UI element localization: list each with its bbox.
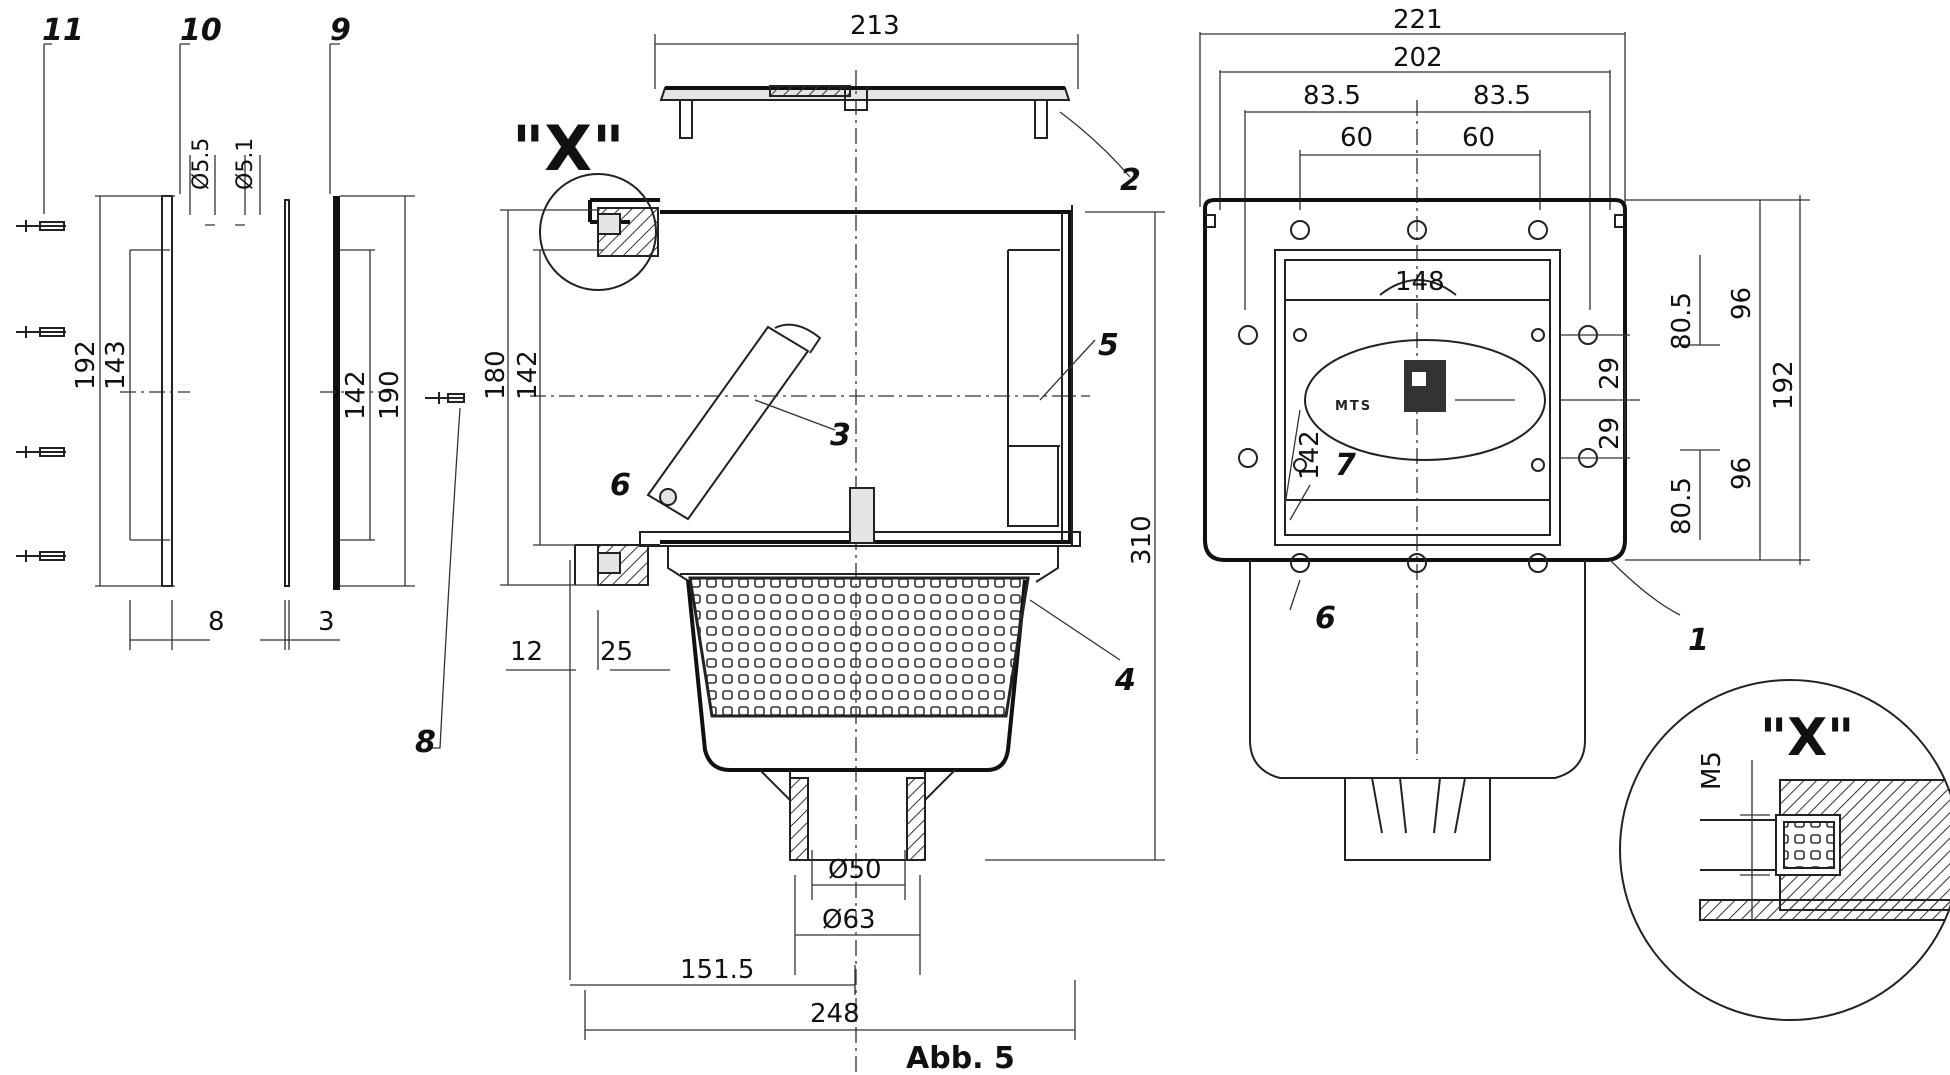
- dim-25: 25: [600, 637, 633, 667]
- dim-12: 12: [510, 637, 543, 667]
- dim-8-left: 8: [208, 607, 225, 637]
- dim-hole-55: Ø5.5: [189, 138, 214, 190]
- dim-221: 221: [1393, 5, 1443, 35]
- part-11-label: 11: [42, 13, 84, 48]
- dim-60-left: 60: [1340, 123, 1373, 153]
- thread-m5: M5: [1697, 751, 1727, 790]
- dim-192-left: 192: [71, 340, 101, 390]
- part-7-label: 7: [1335, 448, 1356, 483]
- dim-96-top: 96: [1727, 287, 1757, 320]
- part-2-label: 2: [1120, 163, 1141, 198]
- part-9-label: 9: [330, 13, 351, 48]
- dim-80-5-top: 80.5: [1667, 292, 1697, 350]
- dim-83-5-left: 83.5: [1303, 81, 1361, 111]
- dim-96-bottom: 96: [1727, 457, 1757, 490]
- dim-148: 148: [1395, 267, 1445, 297]
- part-4-label: 4: [1114, 663, 1136, 698]
- dim-80-5-bottom: 80.5: [1667, 477, 1697, 535]
- dim-hole-51: Ø5.1: [233, 138, 258, 190]
- dim-d50: Ø50: [828, 855, 882, 885]
- detail-x-label: "X": [512, 112, 624, 185]
- dim-142-side: 142: [513, 350, 543, 400]
- part-1-label: 1: [1688, 623, 1709, 658]
- part-5-label: 5: [1098, 328, 1119, 363]
- part-8-label: 8: [415, 725, 436, 760]
- part-6-side-label: 6: [610, 468, 631, 503]
- dim-142-front: 142: [1295, 430, 1325, 480]
- dim-29-top: 29: [1595, 357, 1625, 390]
- part-3-label: 3: [830, 418, 851, 453]
- dim-310: 310: [1127, 515, 1157, 565]
- dim-60-right: 60: [1462, 123, 1495, 153]
- dim-213: 213: [850, 11, 900, 41]
- dim-151-5: 151.5: [680, 955, 754, 985]
- detail-x-circle-label: "X": [1760, 708, 1854, 768]
- dim-180: 180: [481, 350, 511, 400]
- logo-text: MTS: [1335, 399, 1372, 414]
- dim-142-left: 142: [341, 370, 371, 420]
- dim-d63: Ø63: [822, 905, 876, 935]
- side-section-view: [500, 34, 1165, 1075]
- dim-190-left: 190: [375, 370, 405, 420]
- part-10-label: 10: [180, 13, 222, 48]
- detail-x-view: [1619, 679, 1950, 1021]
- dim-143-left: 143: [101, 340, 131, 390]
- dim-83-5-right: 83.5: [1473, 81, 1531, 111]
- gaskets-view: [16, 43, 415, 650]
- dim-192-front: 192: [1769, 360, 1799, 410]
- dim-202: 202: [1393, 43, 1443, 73]
- dim-29-bottom: 29: [1595, 417, 1625, 450]
- figure-caption: Abb. 5: [906, 1041, 1015, 1075]
- front-view: MTS: [1199, 32, 1810, 861]
- dim-3-left: 3: [318, 607, 335, 637]
- part-6-front-label: 6: [1315, 601, 1336, 636]
- dim-248: 248: [810, 999, 860, 1029]
